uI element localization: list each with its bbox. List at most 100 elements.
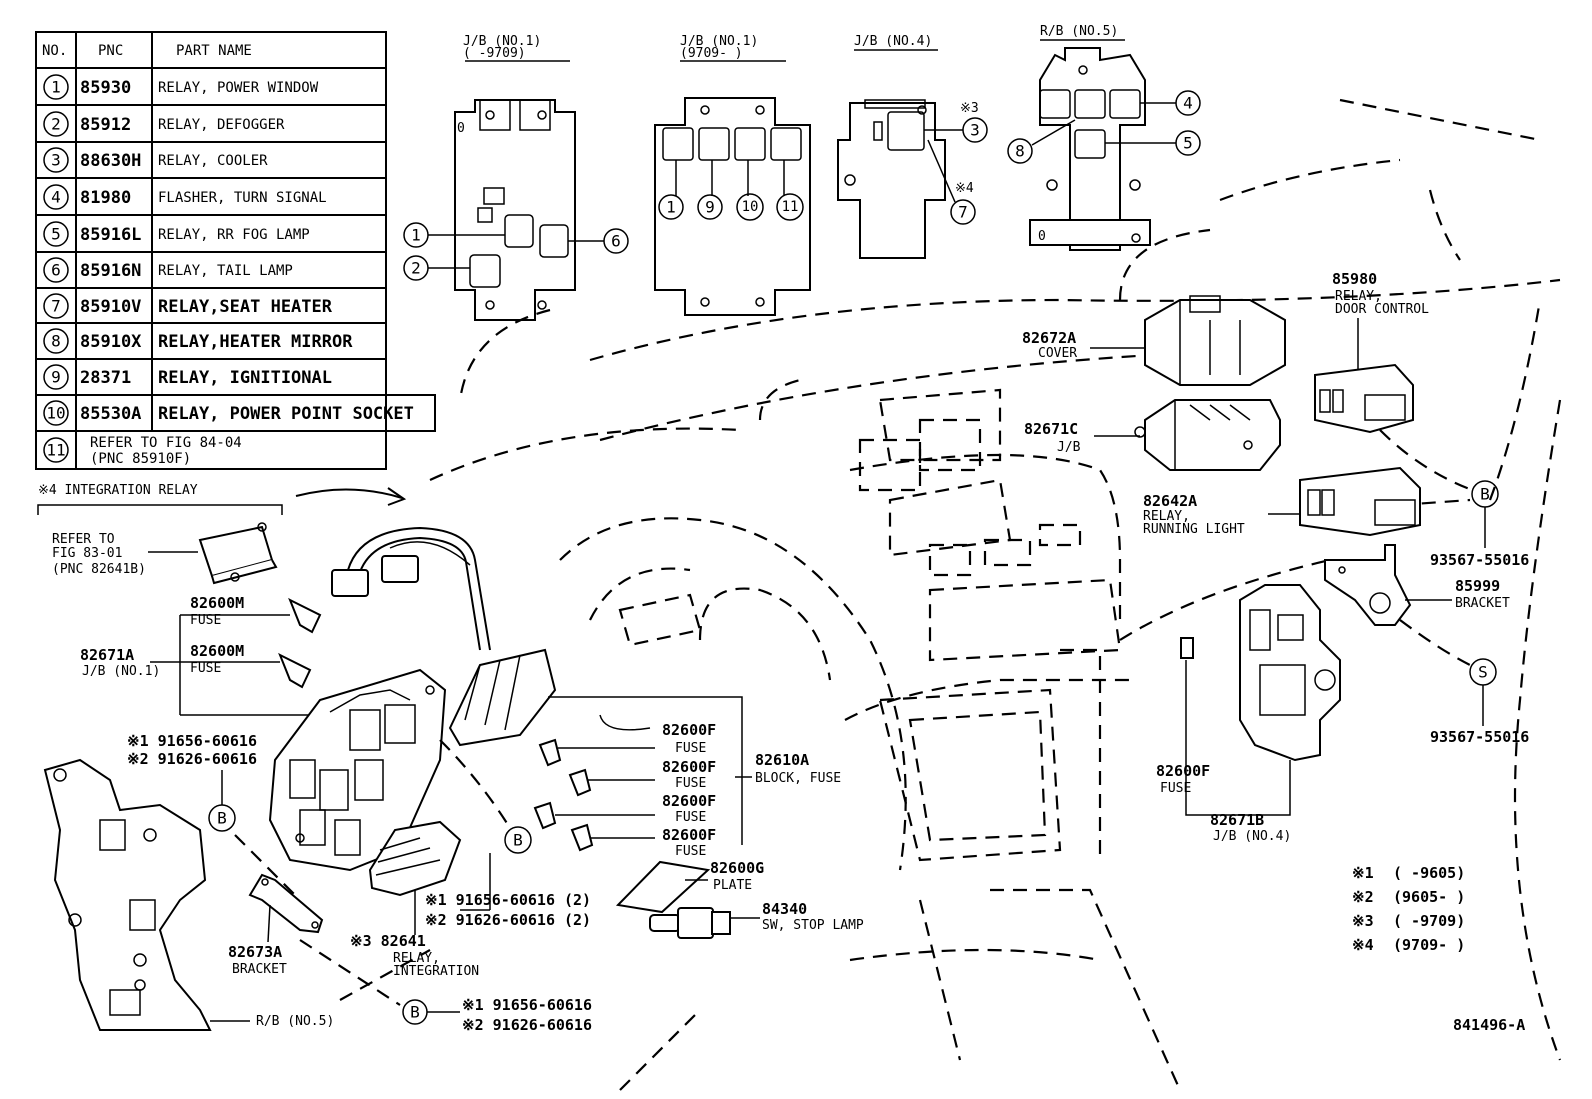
table-row-no: 9 bbox=[51, 368, 61, 387]
table-row-no: 7 bbox=[51, 297, 61, 316]
running-relay-pnc: 82642A bbox=[1143, 492, 1197, 510]
bolt3-line1: ※1 91656-60616 bbox=[462, 996, 592, 1014]
jb4-block bbox=[837, 99, 946, 259]
bracket-85999-name: BRACKET bbox=[1455, 596, 1510, 611]
dashboard-outline bbox=[429, 98, 1562, 1091]
table-row-name: RELAY, TAIL LAMP bbox=[158, 263, 293, 279]
table-row-no: 6 bbox=[51, 261, 61, 280]
fuse-f-parts bbox=[533, 738, 594, 852]
mark-4: ※4 bbox=[955, 181, 974, 196]
bolt-marker-b: B bbox=[1480, 485, 1490, 504]
bolt-b-pnc: 93567-55016 bbox=[1430, 551, 1529, 569]
jb-82671c-part bbox=[1134, 399, 1281, 471]
running-light-relay-part bbox=[1299, 466, 1421, 537]
jb1-old-block: 0 bbox=[454, 99, 576, 321]
integration-note: ※4 INTEGRATION RELAY bbox=[38, 483, 198, 498]
fuse-f5-name: FUSE bbox=[1160, 781, 1191, 796]
table-row-no: 3 bbox=[51, 151, 61, 170]
cover-part bbox=[1144, 295, 1286, 386]
jb4-title: J/B (NO.4) bbox=[854, 34, 932, 49]
legend-range: (9605- ) bbox=[1393, 888, 1465, 906]
jb1-new-block bbox=[654, 97, 811, 316]
integration-82641-line1: RELAY, bbox=[393, 951, 440, 966]
cover-name: COVER bbox=[1038, 346, 1077, 361]
integration-82641-pnc: ※3 82641 bbox=[350, 932, 426, 950]
callout-11: 11 bbox=[782, 199, 799, 215]
table-row-note: (PNC 85910F) bbox=[90, 451, 191, 467]
jb1-82671a-part bbox=[268, 668, 447, 872]
table-row-name: FLASHER, TURN SIGNAL bbox=[158, 190, 327, 206]
plate-part bbox=[615, 860, 711, 914]
fuse-f2-pnc: 82600F bbox=[662, 758, 716, 776]
refer-line3: (PNC 82641B) bbox=[52, 562, 146, 577]
legend-range: (9709- ) bbox=[1393, 936, 1465, 954]
fuse-f1-pnc: 82600F bbox=[662, 721, 716, 739]
fuse-block-82610a-part bbox=[448, 648, 557, 747]
callout-5: 5 bbox=[1183, 134, 1193, 153]
fuse-m2-name: FUSE bbox=[190, 661, 221, 676]
table-row-pnc: 85910X bbox=[80, 332, 142, 352]
callout-1b: 1 bbox=[666, 198, 676, 217]
bolt3-line2: ※2 91626-60616 bbox=[462, 1016, 592, 1034]
rb5-title: R/B (NO.5) bbox=[1040, 24, 1118, 39]
table-row-pnc: 85930 bbox=[80, 78, 131, 98]
fuse-f3-name: FUSE bbox=[675, 810, 706, 825]
fuse-f5-pnc: 82600F bbox=[1156, 762, 1210, 780]
fuse-m1-name: FUSE bbox=[190, 613, 221, 628]
integration-relay-part bbox=[198, 522, 278, 585]
fuse-f2-name: FUSE bbox=[675, 776, 706, 791]
table-header-no: NO. bbox=[42, 43, 67, 59]
stop-lamp-switch-part bbox=[649, 907, 731, 939]
mark-3: ※3 bbox=[960, 101, 979, 116]
door-relay-line2: DOOR CONTROL bbox=[1335, 302, 1429, 317]
block-82610a-pnc: 82610A bbox=[755, 751, 809, 769]
bracket-82673a-part bbox=[248, 873, 324, 934]
stop-switch-name: SW, STOP LAMP bbox=[762, 918, 864, 933]
callout-9: 9 bbox=[705, 198, 715, 217]
legend: ※1 ( -9605) ※2 (9605- ) ※3 ( -9709) ※4 (… bbox=[1352, 864, 1465, 954]
table-row-pnc: 81980 bbox=[80, 188, 131, 208]
jb1-82671a-name: J/B (NO.1) bbox=[82, 664, 160, 679]
block-82610a-name: BLOCK, FUSE bbox=[755, 771, 841, 786]
callout-10: 10 bbox=[742, 199, 759, 215]
callout-1: 1 bbox=[411, 226, 421, 245]
bolt-s-pnc: 93567-55016 bbox=[1430, 728, 1529, 746]
bolt-marker-b-bottom: B bbox=[410, 1003, 420, 1022]
table-row-no: 1 bbox=[51, 78, 61, 97]
svg-text:0: 0 bbox=[1038, 229, 1046, 244]
refer-line1: REFER TO bbox=[52, 532, 115, 547]
callout-3: 3 bbox=[970, 121, 980, 140]
jb4-82671b-pnc: 82671B bbox=[1210, 811, 1264, 829]
legend-range: ( -9709) bbox=[1393, 912, 1465, 930]
door-control-relay-part bbox=[1314, 363, 1414, 434]
table-row-no: 2 bbox=[51, 115, 61, 134]
fuse-m2-pnc: 82600M bbox=[190, 642, 244, 660]
bolt-marker-b-center: B bbox=[513, 831, 523, 850]
running-relay-line2: RUNNING LIGHT bbox=[1143, 522, 1245, 537]
table-row-no: 8 bbox=[51, 332, 61, 351]
table-row-name: RELAY, COOLER bbox=[158, 153, 268, 169]
jb1-82671a-pnc: 82671A bbox=[80, 646, 134, 664]
jb4-82671b-name: J/B (NO.4) bbox=[1213, 829, 1291, 844]
callout-2: 2 bbox=[411, 259, 421, 278]
table-row-pnc: 85916N bbox=[80, 261, 141, 281]
legend-range: ( -9605) bbox=[1393, 864, 1465, 882]
door-relay-pnc: 85980 bbox=[1332, 270, 1377, 288]
fuse-f4-name: FUSE bbox=[675, 844, 706, 859]
fuse-f1-name: FUSE bbox=[675, 741, 706, 756]
table-row-pnc: 88630H bbox=[80, 151, 141, 171]
table-row-pnc: 85912 bbox=[80, 115, 131, 135]
integration-82641-line2: INTEGRATION bbox=[393, 964, 479, 979]
parts-table: NO. PNC PART NAME 1 85930 RELAY, POWER W… bbox=[35, 31, 436, 470]
plate-pnc: 82600G bbox=[710, 859, 764, 877]
fuse-m1-pnc: 82600M bbox=[190, 594, 244, 612]
table-row-name: RELAY,HEATER MIRROR bbox=[158, 332, 353, 352]
table-row-no: 10 bbox=[46, 404, 65, 423]
stop-switch-pnc: 84340 bbox=[762, 900, 807, 918]
jb4-82671b-part bbox=[1239, 584, 1341, 762]
rb5-name: R/B (NO.5) bbox=[256, 1014, 334, 1029]
bolt2-line2: ※2 91626-60616 (2) bbox=[425, 911, 591, 929]
table-row-pnc: 28371 bbox=[80, 368, 131, 388]
legend-mark: ※1 bbox=[1352, 864, 1374, 882]
